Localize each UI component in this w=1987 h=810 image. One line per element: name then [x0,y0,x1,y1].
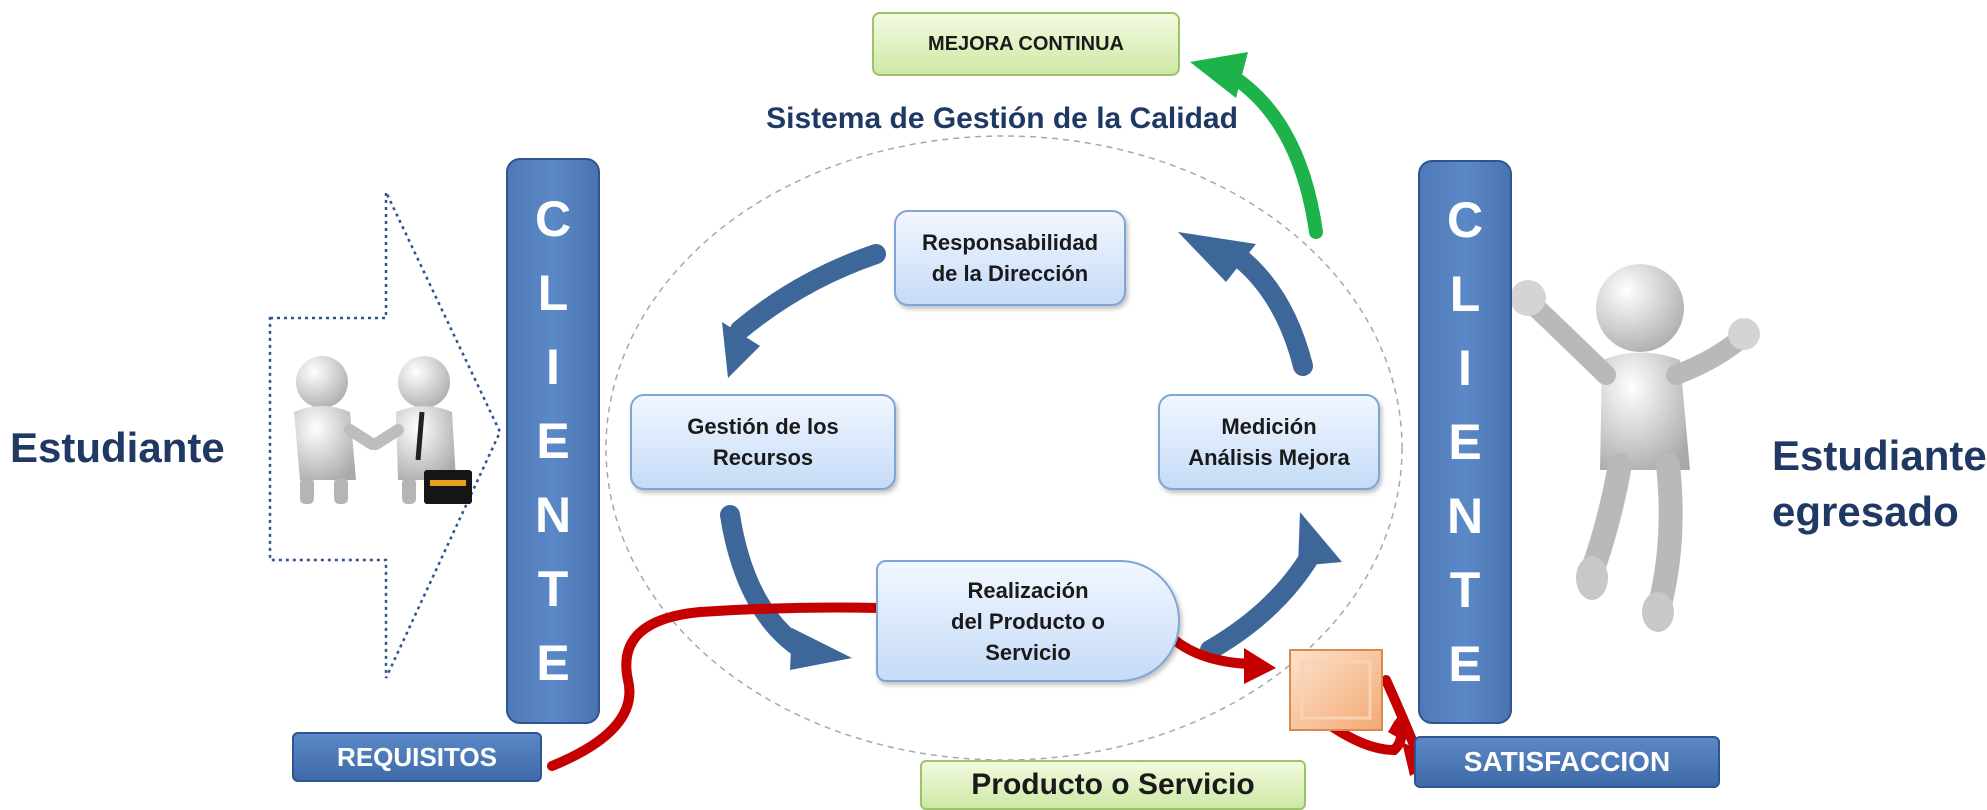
flow-arrowhead-3 [1388,720,1402,740]
cliente-letter: I [546,339,560,395]
cycle-arrow-left-down [720,505,810,658]
tag-requisitos: REQUISITOS [292,732,542,782]
cliente-letter: N [1446,488,1484,544]
cliente-letter: C [1446,192,1484,248]
cliente-letter: L [1449,266,1481,322]
cycle-arrowhead-2 [790,628,852,670]
system-title: Sistema de Gestión de la Calidad [766,102,1238,135]
cliente-letter: L [537,265,569,321]
cliente-letter: E [1448,414,1482,470]
jumping-figure [1510,264,1760,632]
cliente-letter: N [534,487,572,543]
cliente-letter: C [534,191,572,247]
mejora-arrow [1225,69,1323,239]
left-label: Estudiante [10,424,225,471]
cliente-letter: T [537,561,569,617]
product-box [1289,649,1383,731]
tag-satisfaccion: SATISFACCION [1414,736,1720,788]
handshake-figures [294,356,472,504]
cycle-arrowhead-3 [1298,512,1342,566]
box-realizacion: Realización del Producto o Servicio [876,560,1180,682]
cycle-arrow-right-up [1230,248,1313,376]
cliente-letter: T [1449,562,1481,618]
tag-producto-servicio: Producto o Servicio [920,760,1306,810]
cliente-letter: E [1448,636,1482,692]
box-medicion: Medición Análisis Mejora [1158,394,1380,490]
system-boundary [605,135,1403,761]
flow-arrowhead-2 [1244,648,1276,684]
cliente-bar-left: C L I E N T E [506,158,600,724]
cycle-arrowhead-4 [1178,232,1256,282]
cliente-letter: I [1458,340,1472,396]
right-label: Estudiante egresado [1772,432,1987,535]
tag-mejora-continua: MEJORA CONTINUA [872,12,1180,76]
mejora-arrowhead [1190,52,1248,98]
cliente-letter: E [536,635,570,691]
cliente-bar-right: C L I E N T E [1418,160,1512,724]
box-gestion-recursos: Gestión de los Recursos [630,394,896,490]
cycle-arrow-top-left [730,244,886,340]
cliente-letter: E [536,413,570,469]
box-responsabilidad: Responsabilidad de la Dirección [894,210,1126,306]
cycle-arrowhead-1 [722,322,760,378]
